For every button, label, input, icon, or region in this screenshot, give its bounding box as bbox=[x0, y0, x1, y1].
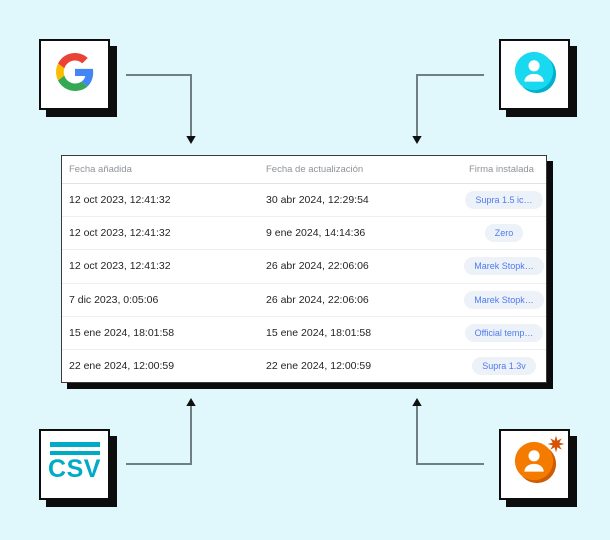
table-row: 7 dic 2023, 0:05:06 26 abr 2024, 22:06:0… bbox=[62, 284, 546, 317]
google-logo-icon bbox=[55, 53, 94, 96]
column-header-signature: Firma instalada bbox=[469, 164, 534, 175]
arrow-csv-to-table bbox=[126, 398, 196, 465]
table-header-row: Fecha añadida Fecha de actualización Fir… bbox=[62, 156, 546, 184]
date-added-cell: 12 oct 2023, 12:41:32 bbox=[69, 227, 171, 240]
table-row: 22 ene 2024, 12:00:59 22 ene 2024, 12:00… bbox=[62, 350, 546, 382]
csv-node: CSV bbox=[39, 429, 110, 500]
date-updated-cell: 26 abr 2024, 22:06:06 bbox=[266, 293, 369, 306]
column-header-date-added: Fecha añadida bbox=[69, 164, 132, 175]
date-added-cell: 7 dic 2023, 0:05:06 bbox=[69, 293, 159, 306]
date-added-cell: 12 oct 2023, 12:41:32 bbox=[69, 260, 171, 273]
signature-chip[interactable]: Marek Stopk… bbox=[464, 257, 544, 276]
csv-lines-icon bbox=[49, 442, 100, 455]
arrow-google-to-table bbox=[126, 74, 196, 144]
date-added-cell: 15 ene 2024, 18:01:58 bbox=[69, 326, 175, 339]
star-burst-icon bbox=[547, 435, 565, 458]
signature-chip[interactable]: Marek Stopk… bbox=[464, 290, 544, 309]
signature-chip[interactable]: Official temp… bbox=[464, 323, 544, 342]
signatures-table: Fecha añadida Fecha de actualización Fir… bbox=[61, 155, 547, 383]
table-row: 15 ene 2024, 18:01:58 15 ene 2024, 18:01… bbox=[62, 317, 546, 350]
date-updated-cell: 15 ene 2024, 18:01:58 bbox=[266, 326, 372, 339]
google-node bbox=[39, 39, 110, 110]
new-user-avatar-icon bbox=[512, 439, 558, 490]
user-node bbox=[499, 39, 570, 110]
table-row: 12 oct 2023, 12:41:32 26 abr 2024, 22:06… bbox=[62, 250, 546, 284]
table-row: 12 oct 2023, 12:41:32 30 abr 2024, 12:29… bbox=[62, 184, 546, 218]
signature-chip[interactable]: Supra 1.5 ic… bbox=[465, 191, 543, 210]
arrow-new-user-to-table bbox=[412, 398, 484, 465]
date-updated-cell: 30 abr 2024, 12:29:54 bbox=[266, 194, 369, 207]
date-updated-cell: 9 ene 2024, 14:14:36 bbox=[266, 227, 366, 240]
signature-chip[interactable]: Supra 1.3v bbox=[472, 356, 536, 375]
signature-chip[interactable]: Zero bbox=[484, 224, 524, 243]
new-user-node bbox=[499, 429, 570, 500]
date-added-cell: 12 oct 2023, 12:41:32 bbox=[69, 194, 171, 207]
csv-label: CSV bbox=[48, 455, 101, 483]
user-avatar-icon bbox=[512, 49, 558, 100]
date-updated-cell: 26 abr 2024, 22:06:06 bbox=[266, 260, 369, 273]
date-added-cell: 22 ene 2024, 12:00:59 bbox=[69, 359, 175, 372]
column-header-date-updated: Fecha de actualización bbox=[266, 164, 364, 175]
arrow-user-to-table bbox=[412, 74, 484, 144]
table-row: 12 oct 2023, 12:41:32 9 ene 2024, 14:14:… bbox=[62, 217, 546, 251]
date-updated-cell: 22 ene 2024, 12:00:59 bbox=[266, 359, 372, 372]
